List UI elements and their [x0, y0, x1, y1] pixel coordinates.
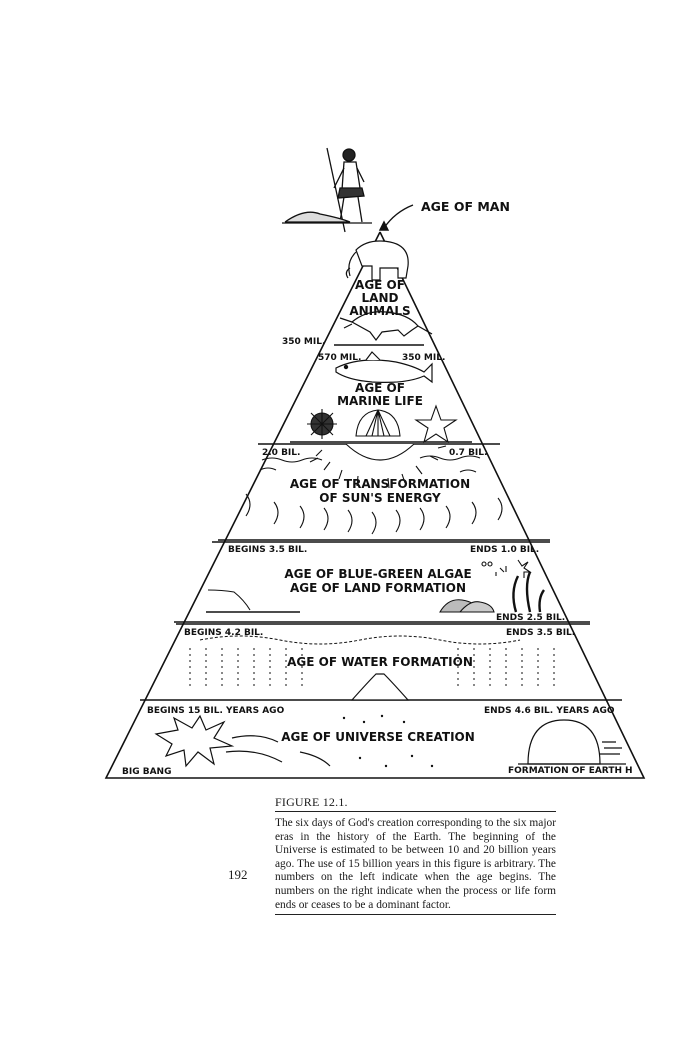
rain-clouds-illustration: [189, 635, 555, 690]
land-formation-illustration: [206, 559, 545, 613]
fish-illustration: [335, 351, 433, 384]
land-animals-title-2: LAND: [362, 291, 399, 305]
sun-energy-title-2: OF SUN'S ENERGY: [319, 491, 441, 505]
big-bang-illustration: [154, 714, 331, 768]
volcano-illustration: [350, 673, 410, 701]
triceratops-illustration: [339, 311, 433, 341]
seashell-illustration: [355, 409, 401, 437]
page-number: 192: [228, 867, 248, 882]
figure-caption-heading: FIGURE 12.1.: [275, 795, 348, 809]
land-formation-end-label: ENDS 2.5 BIL.: [496, 613, 565, 623]
starfish-illustration: [414, 404, 458, 444]
caption-bottom-rule: [275, 914, 556, 915]
sun-energy-begin-label: 2.0 BIL.: [262, 448, 300, 458]
universe-end-label: ENDS 4.6 BIL. YEARS AGO: [484, 706, 615, 716]
earth-formation-illustration: [518, 719, 626, 765]
formation-of-earth-label: FORMATION OF EARTH: [508, 766, 622, 776]
water-title: AGE OF WATER FORMATION: [287, 655, 473, 669]
water-end-label: ENDS 3.5 BIL.: [506, 628, 575, 638]
algae-title-2: AGE OF LAND FORMATION: [290, 581, 466, 595]
figure-caption-body: The six days of God's creation correspon…: [275, 817, 556, 911]
apex-pointer-arrow: [378, 204, 414, 231]
land-animals-title-3: ANIMALS: [349, 304, 410, 318]
universe-begin-label: BEGINS 15 BIL. YEARS AGO: [147, 706, 285, 716]
caption-top-rule: [275, 811, 556, 812]
sun-energy-title-1: AGE OF TRANSFORMATION: [290, 477, 470, 491]
land-animals-begin-label: 350 MIL.: [282, 337, 325, 347]
big-bang-label: BIG BANG: [122, 767, 171, 777]
algae-end-label: ENDS 1.0 BIL.: [470, 545, 539, 555]
creation-pyramid-diagram: AGE OF MAN AGE OF LAND ANIMALS 350 MIL. …: [104, 147, 646, 779]
water-begin-label: BEGINS 4.2 BIL.: [184, 628, 263, 638]
universe-title: AGE OF UNIVERSE CREATION: [281, 730, 475, 744]
man-figure-illustration: [282, 147, 372, 233]
marine-life-title-1: AGE OF: [355, 381, 405, 395]
algae-title-1: AGE OF BLUE-GREEN ALGAE: [284, 567, 471, 581]
star-dots-illustration: [342, 714, 434, 768]
marine-life-begin-label: 570 MIL.: [318, 353, 361, 363]
age-of-man-label: AGE OF MAN: [421, 199, 510, 214]
algae-begin-label: BEGINS 3.5 BIL.: [228, 545, 307, 555]
mammoth-illustration: [345, 240, 409, 281]
marine-life-title-2: MARINE LIFE: [337, 394, 423, 408]
sun-energy-end-label: 0.7 BIL.: [449, 448, 487, 458]
corner-mark: H: [625, 766, 633, 776]
land-animals-title-1: AGE OF: [355, 278, 405, 292]
marine-life-end-label: 350 MIL.: [402, 353, 445, 363]
sea-urchin-illustration: [307, 409, 337, 439]
sun-illustration: [245, 443, 503, 535]
